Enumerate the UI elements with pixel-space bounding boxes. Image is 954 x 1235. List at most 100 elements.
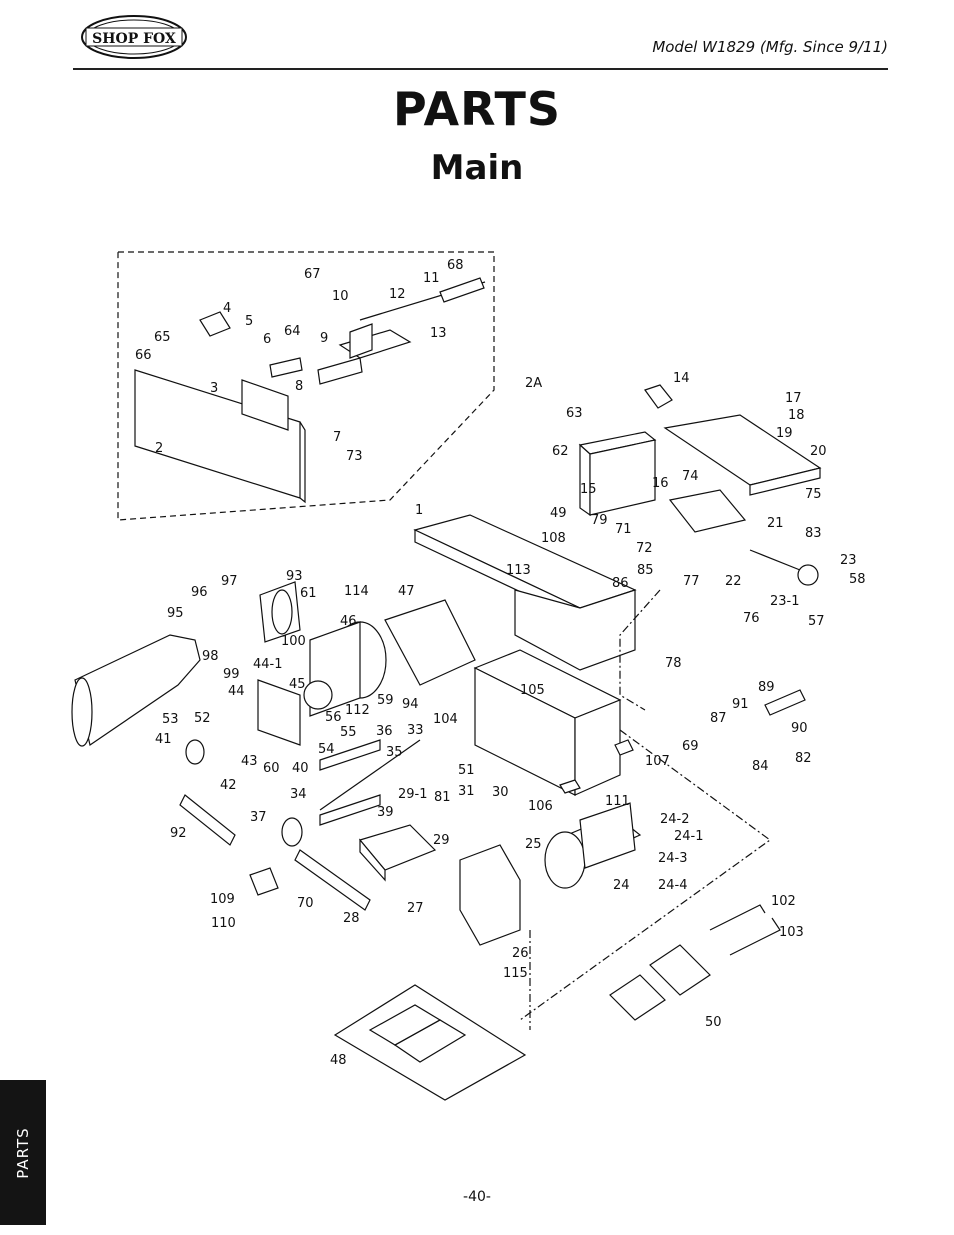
callout-77: 77 [683,574,700,589]
callout-28: 28 [343,911,360,926]
callout-24-3: 24-3 [658,851,688,866]
callout-99: 99 [223,667,240,682]
callout-44: 44 [228,684,245,699]
callout-54: 54 [318,742,335,757]
callout-87: 87 [710,711,727,726]
callout-14: 14 [673,371,690,386]
page-number: -40- [463,1189,491,1205]
callout-72: 72 [636,541,653,556]
callout-3: 3 [210,381,218,396]
callout-91: 91 [732,697,749,712]
callout-33: 33 [407,723,424,738]
callout-13: 13 [430,326,447,341]
callout-81: 81 [434,790,451,805]
exploded-parts-diagram: 1 2 2A 3 4 5 6 7 8 9 10 11 12 13 14 15 1… [71,251,866,1101]
callout-96: 96 [191,585,208,600]
callout-17: 17 [785,391,802,406]
callout-46: 46 [340,614,357,629]
callout-83: 83 [805,526,822,541]
callout-85: 85 [637,563,654,578]
callout-20: 20 [810,444,827,459]
callout-4: 4 [223,301,231,316]
side-tab-label: PARTS [14,1126,32,1179]
callout-89: 89 [758,680,775,695]
callout-57: 57 [808,614,825,629]
svg-text:SHOP FOX: SHOP FOX [92,31,176,47]
callout-23-1: 23-1 [770,594,800,609]
header-rule [73,68,888,70]
callout-31: 31 [458,784,475,799]
callout-26: 26 [512,946,529,961]
callout-52: 52 [194,711,211,726]
callout-24-4: 24-4 [658,878,688,893]
callout-22: 22 [725,574,742,589]
callout-84: 84 [752,759,769,774]
callout-53: 53 [162,712,179,727]
callout-24: 24 [613,878,630,893]
page-title: PARTS [393,82,561,136]
callout-73: 73 [346,449,363,464]
callout-61: 61 [300,586,317,601]
callout-109: 109 [210,892,235,907]
callout-44-1: 44-1 [253,657,283,672]
callout-112: 112 [345,703,370,718]
callout-103: 103 [779,925,804,940]
callout-29-1: 29-1 [398,787,428,802]
callout-49: 49 [550,506,567,521]
callout-68: 68 [447,258,464,273]
section-side-tab: PARTS [0,1080,46,1225]
callout-108: 108 [541,531,566,546]
callout-102: 102 [771,894,796,909]
callout-45: 45 [289,677,306,692]
callout-59: 59 [377,693,394,708]
callout-16: 16 [652,476,669,491]
callout-78: 78 [665,656,682,671]
callout-19: 19 [776,426,793,441]
callout-23: 23 [840,553,857,568]
callout-114: 114 [344,584,369,599]
callout-74: 74 [682,469,699,484]
callout-86: 86 [612,576,629,591]
callout-82: 82 [795,751,812,766]
callout-34: 34 [290,787,307,802]
callout-27: 27 [407,901,424,916]
callout-115: 115 [503,966,528,981]
callout-65: 65 [154,330,171,345]
callout-37: 37 [250,810,267,825]
callout-6: 6 [263,332,271,347]
callout-71: 71 [615,522,632,537]
callout-50: 50 [705,1015,722,1030]
callout-42: 42 [220,778,237,793]
callout-92: 92 [170,826,187,841]
callout-66: 66 [135,348,152,363]
callout-41: 41 [155,732,172,747]
callout-40: 40 [292,761,309,776]
shop-fox-logo: SHOP FOX [80,14,188,60]
callout-110: 110 [211,916,236,931]
callout-60: 60 [263,761,280,776]
callout-67: 67 [304,267,321,282]
callout-56: 56 [325,710,342,725]
callout-63: 63 [566,406,583,421]
callout-9: 9 [320,331,328,346]
callout-90: 90 [791,721,808,736]
callout-24-2: 24-2 [660,812,690,827]
callout-47: 47 [398,584,415,599]
callout-55: 55 [340,725,357,740]
callout-35: 35 [386,745,403,760]
callout-107: 107 [645,754,670,769]
callout-15: 15 [580,482,597,497]
callout-62: 62 [552,444,569,459]
callout-7: 7 [333,430,341,445]
callout-64: 64 [284,324,301,339]
callout-21: 21 [767,516,784,531]
callout-105: 105 [520,683,545,698]
callout-104: 104 [433,712,458,727]
callout-25: 25 [525,837,542,852]
callout-51: 51 [458,763,475,778]
model-label: Model W1829 (Mfg. Since 9/11) [652,38,888,56]
callout-79: 79 [591,513,608,528]
callout-93: 93 [286,569,303,584]
callout-97: 97 [221,574,238,589]
callout-8: 8 [295,379,303,394]
